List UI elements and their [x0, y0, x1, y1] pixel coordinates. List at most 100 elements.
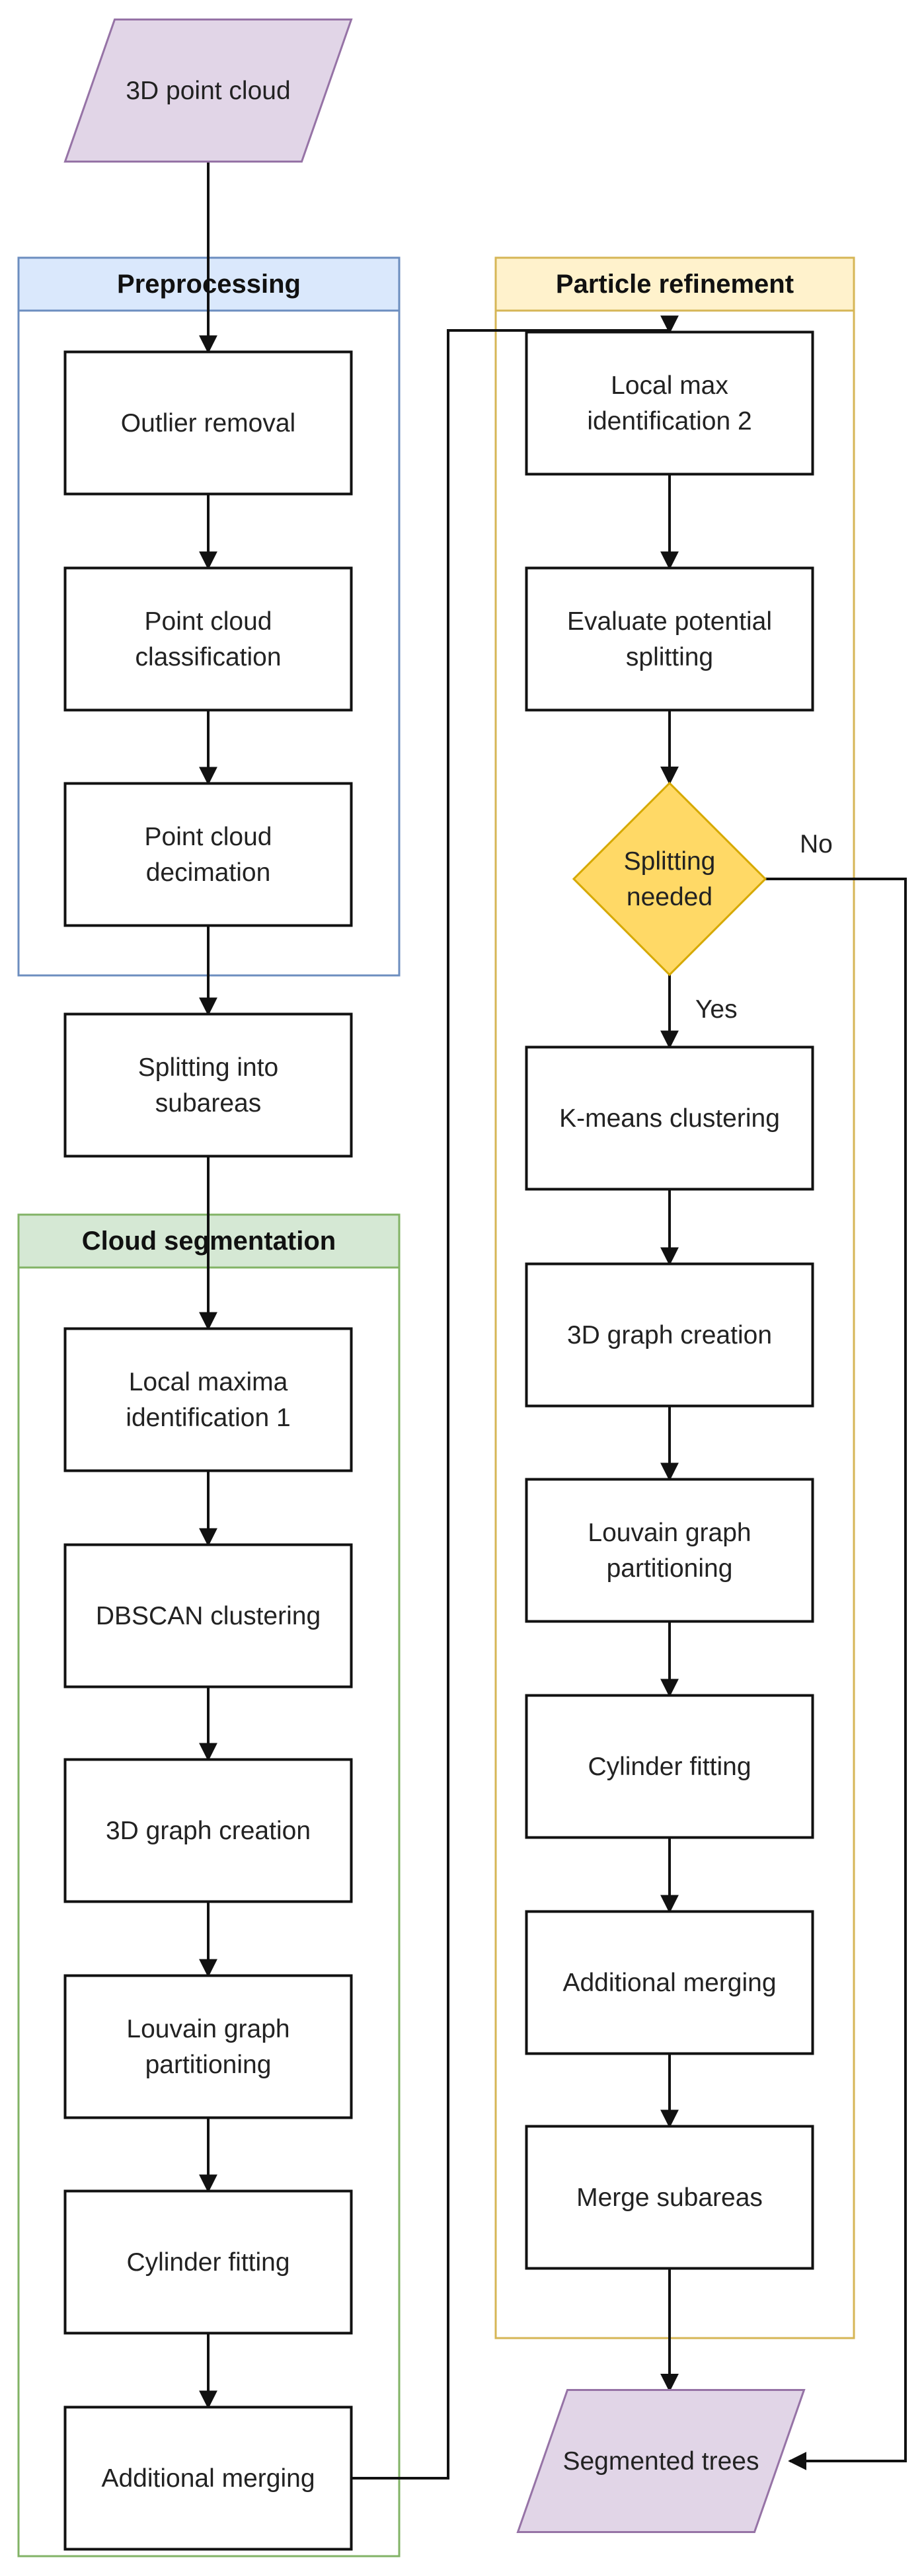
step-segmentation-4-shape: [63, 1974, 353, 2119]
step-splitting-subareas-label: Splitting into subareas: [138, 1053, 278, 1118]
step-segmentation-6-label: Additional merging: [101, 2464, 315, 2493]
label-line: Local maxima: [129, 1368, 288, 1396]
step-refinement-post-5: Additional merging: [525, 1910, 814, 2055]
label-line: partitioning: [607, 1554, 733, 1583]
group-particle-refinement-title: Particle refinement: [556, 270, 794, 299]
label-line: decimation: [146, 858, 271, 887]
label-line: DBSCAN clustering: [96, 1602, 321, 1630]
label-line: identification 2: [587, 407, 751, 436]
step-refinement-pre-1-shape: [525, 330, 814, 476]
step-refinement-post-6: Merge subareas: [525, 2125, 814, 2270]
step-refinement-pre-1-label: Local max identification 2: [587, 371, 751, 436]
label-line: Cylinder fitting: [126, 2248, 289, 2277]
step-refinement-post-3: Louvain graph partitioning: [525, 1478, 814, 1623]
label-line: Splitting into: [138, 1053, 278, 1082]
input-point-cloud-shape: [63, 19, 353, 163]
step-refinement-pre-2-shape: [525, 566, 814, 712]
label-line: Local max: [611, 371, 728, 400]
step-preprocessing-1: Outlier removal: [63, 350, 353, 496]
label-line: K-means clustering: [559, 1104, 780, 1133]
step-splitting-subareas-shape: [63, 1012, 353, 1158]
label-line: Evaluate potential: [567, 607, 772, 636]
label-line: classification: [135, 643, 281, 671]
output-segmented-trees-label: Segmented trees: [562, 2447, 759, 2476]
step-segmentation-5: Cylinder fitting: [63, 2189, 353, 2335]
label-line: Additional merging: [562, 1969, 776, 1997]
label-line: Point cloud: [145, 607, 272, 636]
label-line: Cylinder fitting: [588, 1753, 751, 1781]
label-line: Point cloud: [145, 823, 272, 851]
step-preprocessing-3-label: Point cloud decimation: [145, 823, 272, 887]
label-line: Additional merging: [101, 2464, 315, 2493]
step-segmentation-6: Additional merging: [63, 2406, 353, 2551]
step-refinement-pre-1: Local max identification 2: [525, 330, 814, 476]
step-refinement-post-5-shape: [525, 1910, 814, 2055]
step-refinement-pre-2-label: Evaluate potential splitting: [567, 607, 772, 671]
step-segmentation-2-shape: [63, 1543, 353, 1688]
step-preprocessing-1-label: Outlier removal: [121, 409, 295, 437]
decision-no-label: No: [800, 830, 833, 858]
step-preprocessing-2: Point cloud classification: [63, 566, 353, 712]
step-refinement-post-4: Cylinder fitting: [525, 1694, 814, 1839]
step-preprocessing-2-label: Point cloud classification: [135, 607, 281, 671]
label-line: subareas: [155, 1089, 261, 1118]
step-preprocessing-3-shape: [63, 782, 353, 927]
step-refinement-post-2-shape: [525, 1262, 814, 1408]
step-segmentation-1-shape: [63, 1327, 353, 1472]
input-point-cloud: 3D point cloud: [63, 19, 353, 163]
step-segmentation-4: Louvain graph partitioning: [63, 1974, 353, 2119]
edge-decision-no: [765, 878, 907, 2470]
step-refinement-post-1: K-means clustering: [525, 1045, 814, 1191]
label-line: Louvain graph: [588, 1519, 751, 1547]
step-splitting-subareas: Splitting into subareas: [63, 1012, 353, 1158]
label-line: needed: [627, 883, 712, 911]
step-refinement-post-6-shape: [525, 2125, 814, 2270]
step-refinement-post-4-shape: [525, 1694, 814, 1839]
output-segmented-trees: Segmented trees: [516, 2389, 806, 2533]
step-segmentation-5-shape: [63, 2189, 353, 2335]
label-line: 3D graph creation: [567, 1321, 772, 1349]
step-preprocessing-3: Point cloud decimation: [63, 782, 353, 927]
step-refinement-post-3-shape: [525, 1478, 814, 1623]
step-refinement-post-1-shape: [525, 1045, 814, 1191]
step-segmentation-2-label: DBSCAN clustering: [96, 1602, 321, 1630]
step-segmentation-3: 3D graph creation: [63, 1758, 353, 1903]
label-line: 3D point cloud: [126, 77, 290, 105]
output-segmented-trees-shape: [516, 2389, 806, 2533]
label-line: Merge subareas: [576, 2183, 763, 2212]
step-refinement-post-4-label: Cylinder fitting: [588, 1753, 751, 1781]
step-refinement-post-2: 3D graph creation: [525, 1262, 814, 1408]
step-segmentation-6-shape: [63, 2406, 353, 2551]
step-segmentation-1-label: Local maxima identification 1: [126, 1368, 290, 1432]
decision-label: Splitting needed: [624, 847, 716, 911]
step-refinement-post-3-label: Louvain graph partitioning: [588, 1519, 751, 1583]
step-refinement-pre-2: Evaluate potential splitting: [525, 566, 814, 712]
label-line: Particle refinement: [556, 270, 794, 299]
decision-splitting-needed: Splitting needed: [572, 781, 767, 977]
label-line: partitioning: [145, 2051, 272, 2079]
step-segmentation-3-shape: [63, 1758, 353, 1903]
step-preprocessing-2-shape: [63, 566, 353, 712]
step-preprocessing-1-shape: [63, 350, 353, 496]
step-refinement-post-1-label: K-means clustering: [559, 1104, 780, 1133]
step-refinement-post-6-label: Merge subareas: [576, 2183, 763, 2212]
decision-yes-label: Yes: [695, 995, 738, 1024]
step-segmentation-1: Local maxima identification 1: [63, 1327, 353, 1472]
step-segmentation-2: DBSCAN clustering: [63, 1543, 353, 1688]
step-refinement-post-5-label: Additional merging: [562, 1969, 776, 1997]
label-line: identification 1: [126, 1404, 290, 1432]
label-line: 3D graph creation: [106, 1817, 311, 1845]
step-segmentation-5-label: Cylinder fitting: [126, 2248, 289, 2277]
input-point-cloud-label: 3D point cloud: [126, 77, 290, 105]
group-particle-refinement-header: [494, 256, 855, 312]
step-segmentation-3-label: 3D graph creation: [106, 1817, 311, 1845]
label-line: splitting: [626, 643, 713, 671]
decision-shape: [572, 781, 767, 977]
step-segmentation-4-label: Louvain graph partitioning: [126, 2015, 289, 2079]
step-refinement-post-2-label: 3D graph creation: [567, 1321, 772, 1349]
label-line: Outlier removal: [121, 409, 295, 437]
label-line: Louvain graph: [126, 2015, 289, 2043]
label-line: Splitting: [624, 847, 716, 876]
group-particle-refinement: Particle refinement: [494, 256, 855, 2339]
